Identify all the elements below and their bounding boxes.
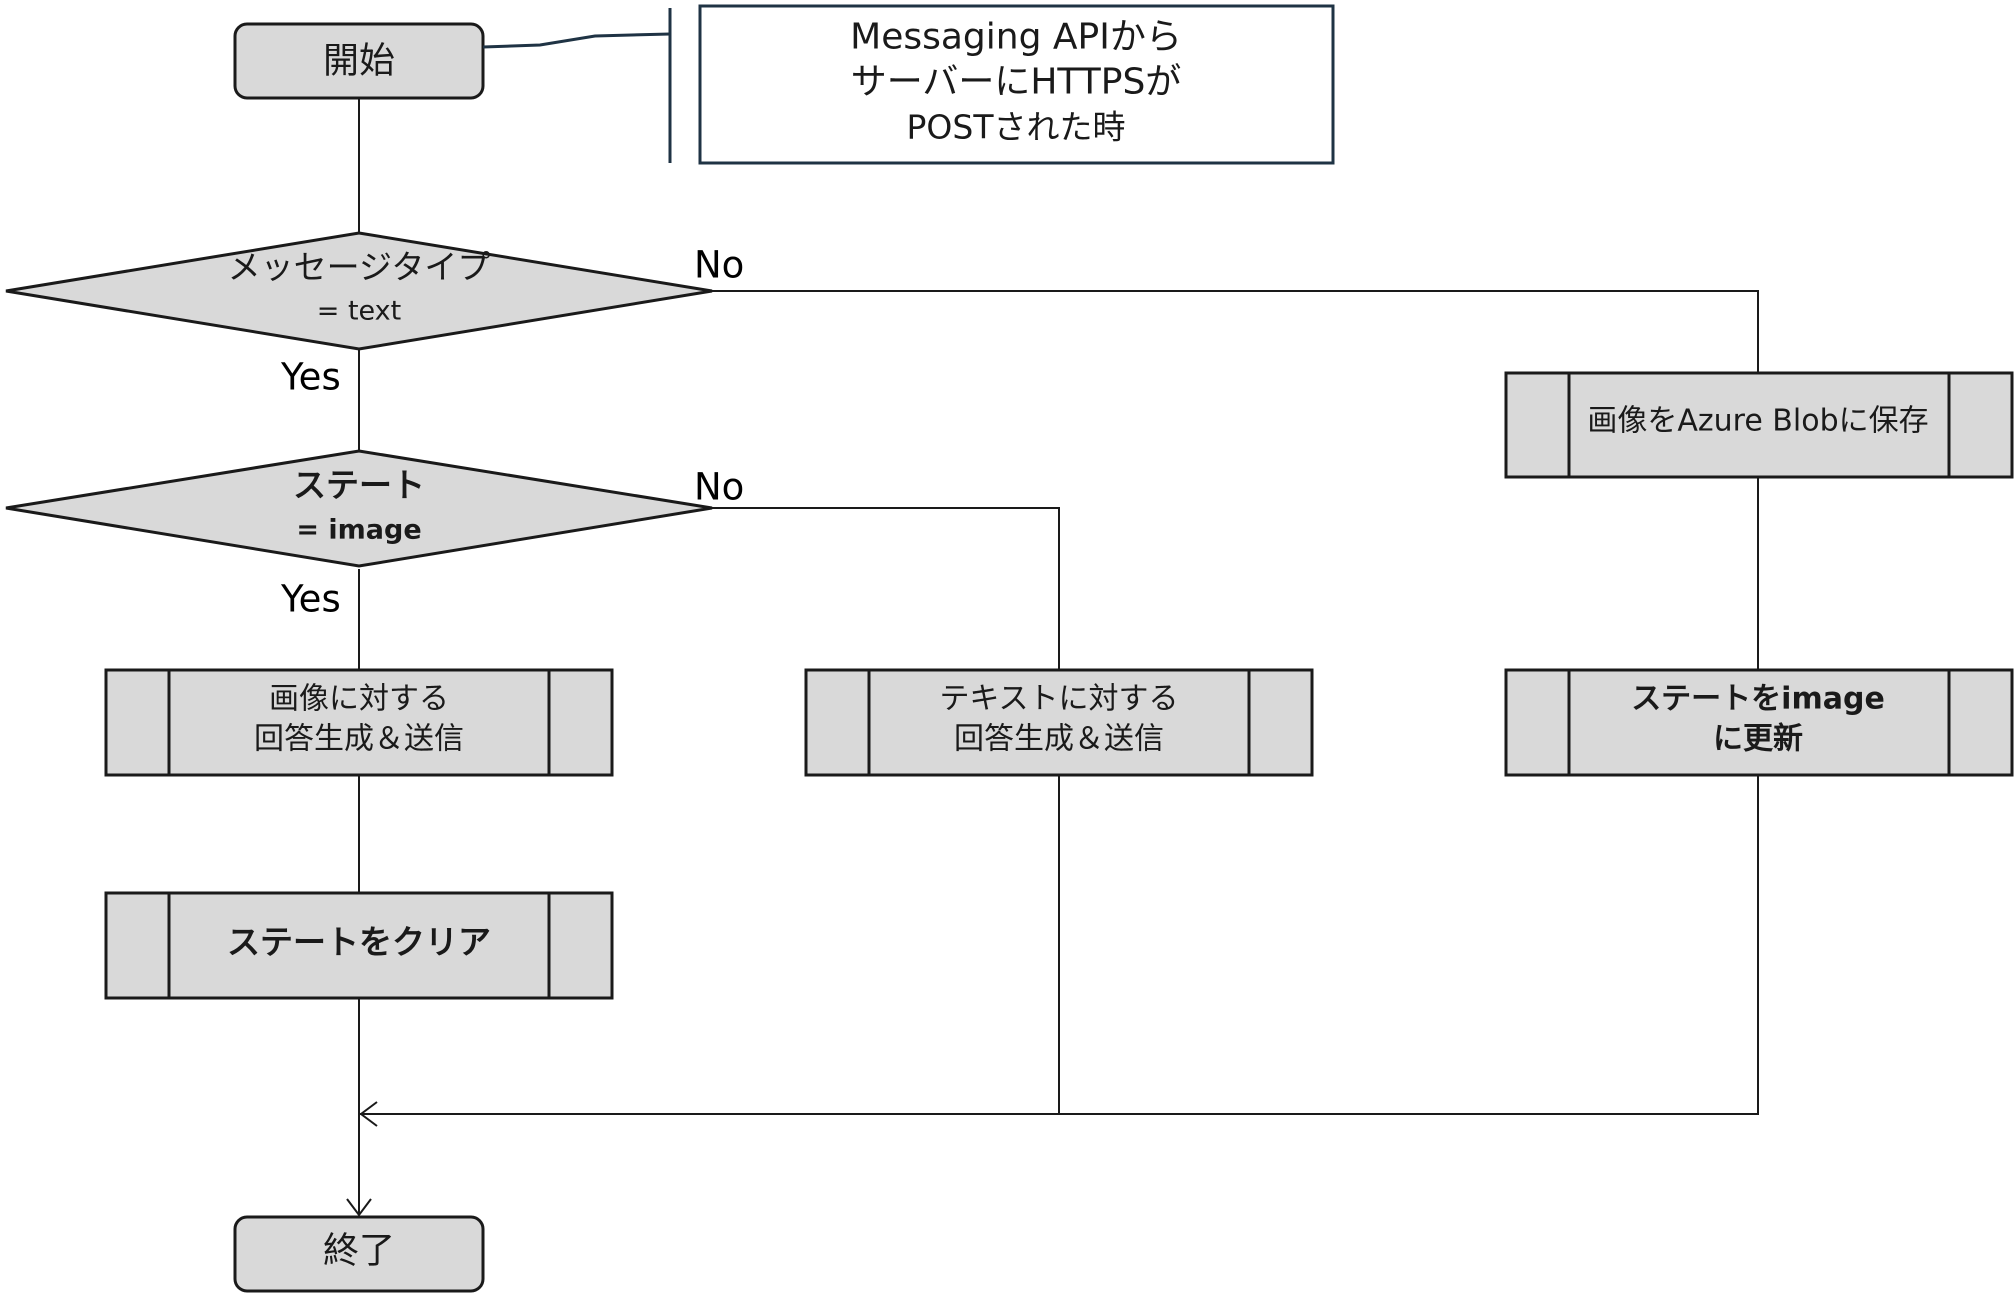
start-label: 開始 — [323, 41, 395, 82]
decision-state-line-1: ステート — [293, 466, 425, 505]
branch-type-yes-label: Yes — [280, 356, 341, 399]
note-box — [698, 4, 1335, 165]
process-image-answer: 画像に対する 回答生成＆送信 — [104, 668, 614, 777]
connector-update-to-merge — [359, 775, 1759, 1115]
note-line-3: POSTされた時 — [907, 108, 1126, 147]
process-update-state-line-2: に更新 — [1713, 722, 1803, 757]
process-clear-state: ステートをクリア — [104, 891, 614, 1000]
connector-state-no — [712, 507, 1060, 670]
decision-state-line-2: = image — [296, 515, 421, 546]
end-label: 終了 — [323, 1231, 395, 1272]
process-text-answer-line-1: テキストに対する — [939, 682, 1178, 717]
decision-state: ステート = image — [5, 449, 713, 568]
start-terminal: 開始 — [233, 22, 485, 100]
branch-state-no-label: No — [694, 466, 744, 509]
process-save-blob: 画像をAzure Blobに保存 — [1504, 371, 2014, 479]
decision-message-type-line-2: = text — [317, 296, 402, 327]
connectors — [346, 98, 1759, 1217]
branch-state-yes-label: Yes — [280, 578, 341, 621]
note-line-1: Messaging APIから — [850, 17, 1182, 58]
decision-message-type: メッセージタイプ = text — [5, 231, 713, 351]
process-text-answer: テキストに対する 回答生成＆送信 — [804, 668, 1314, 777]
process-image-answer-line-1: 画像に対する — [269, 682, 449, 717]
trigger-note: Messaging APIから サーバーにHTTPSが POSTされた時 — [482, 4, 1335, 165]
process-text-answer-line-2: 回答生成＆送信 — [954, 722, 1164, 757]
process-save-blob-label: 画像をAzure Blobに保存 — [1587, 404, 1928, 439]
connector-type-no — [712, 290, 1759, 373]
branch-type-no-label: No — [694, 244, 744, 287]
note-leader-line — [482, 32, 671, 49]
process-clear-state-label: ステートをクリア — [227, 923, 491, 962]
process-update-state: ステートをimage に更新 — [1504, 668, 2014, 777]
connector-end-arrowhead — [346, 1198, 372, 1217]
process-update-state-line-1: ステートをimage — [1631, 682, 1885, 717]
decision-message-type-line-1: メッセージタイプ — [228, 248, 491, 287]
connector-merge-arrowhead — [359, 1101, 378, 1127]
note-line-2: サーバーにHTTPSが — [851, 62, 1182, 103]
end-terminal: 終了 — [233, 1215, 485, 1293]
process-image-answer-line-2: 回答生成＆送信 — [254, 722, 464, 757]
